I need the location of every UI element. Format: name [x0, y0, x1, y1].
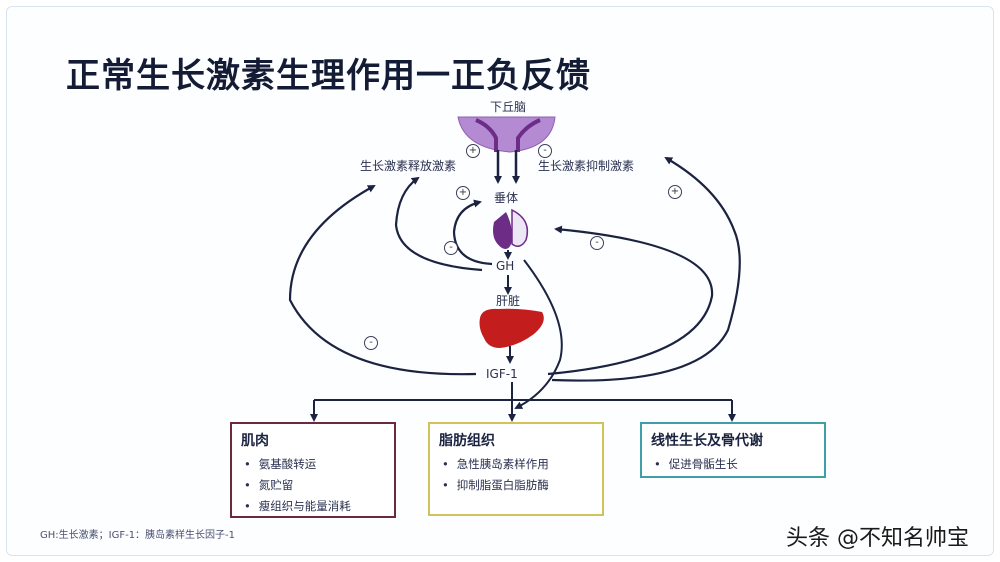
adipose-box: 脂肪组织 急性胰岛素样作用 抑制脂蛋白脂肪酶	[428, 422, 604, 516]
igf-to-pit-sign: -	[590, 236, 604, 250]
ghih-label: 生长激素抑制激素	[538, 159, 635, 173]
bone-list: 促进骨骺生长	[654, 454, 738, 475]
gh-to-ghrh-sign: -	[444, 241, 458, 255]
bone-box: 线性生长及骨代谢 促进骨骺生长	[640, 422, 826, 478]
list-item: 氨基酸转运	[244, 454, 351, 475]
list-item: 瘦组织与能量消耗	[244, 496, 351, 517]
short-loop-arrow	[452, 199, 493, 266]
ghrh-label: 生长激素释放激素	[360, 159, 457, 173]
igf-to-ghih-arrow	[551, 157, 741, 382]
short-loop-sign: +	[456, 186, 470, 200]
igf1-label: IGF-1	[486, 367, 518, 381]
list-item: 促进骨骺生长	[654, 454, 738, 475]
ghrh-stimulate-sign: +	[466, 144, 480, 158]
watermark-text: 头条 @不知名帅宝	[786, 526, 969, 551]
muscle-box: 肌肉 氨基酸转运 氮贮留 瘦组织与能量消耗	[230, 422, 396, 518]
pituitary-shape	[493, 212, 513, 249]
muscle-title: 肌肉	[241, 433, 269, 449]
igf-to-ghrh-sign: -	[364, 336, 378, 350]
igf-to-ghrh-arrow	[288, 185, 477, 376]
pituitary-label: 垂体	[494, 191, 519, 205]
gh-label: GH	[496, 259, 515, 273]
bone-title: 线性生长及骨代谢	[651, 433, 763, 449]
list-item: 急性胰岛素样作用	[442, 454, 549, 475]
abbreviation-footnote: GH:生长激素；IGF-1：胰岛素样生长因子-1	[40, 530, 236, 541]
ghih-inhibit-sign: -	[538, 144, 552, 158]
liver-shape	[479, 308, 544, 348]
gh-to-ghrh-arrow	[394, 176, 483, 272]
list-item: 抑制脂蛋白脂肪酶	[442, 475, 549, 496]
adipose-list: 急性胰岛素样作用 抑制脂蛋白脂肪酶	[442, 454, 549, 496]
igf-to-pit-arrow	[547, 225, 714, 376]
gh-to-adipose-arrow	[514, 259, 563, 409]
igf-to-ghih-sign: +	[668, 185, 682, 199]
hypothalamus-stalk	[475, 118, 541, 152]
pituitary-posterior	[511, 208, 529, 247]
adipose-title: 脂肪组织	[439, 433, 495, 449]
slide-title: 正常生长激素生理作用一正负反馈	[66, 56, 591, 96]
hypothalamus-label: 下丘脑	[490, 100, 527, 114]
liver-label: 肝脏	[496, 294, 521, 308]
muscle-list: 氨基酸转运 氮贮留 瘦组织与能量消耗	[244, 454, 351, 517]
list-item: 氮贮留	[244, 475, 351, 496]
